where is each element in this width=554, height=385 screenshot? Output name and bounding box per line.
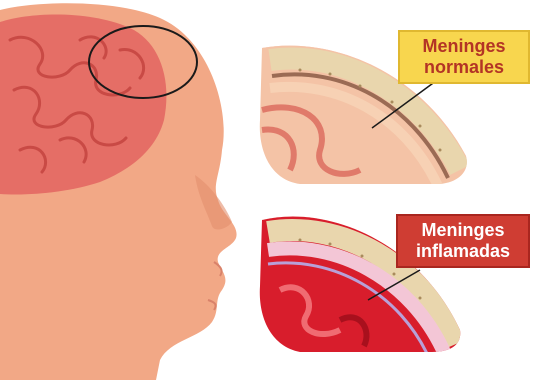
label-normal-meninges: Meninges normales [398, 30, 530, 84]
label-normal-line1: Meninges [408, 36, 520, 57]
label-inflamed-line1: Meninges [406, 220, 520, 241]
label-inflamed-line2: inflamadas [406, 241, 520, 262]
label-normal-line2: normales [408, 57, 520, 78]
label-inflamed-meninges: Meninges inflamadas [396, 214, 530, 268]
